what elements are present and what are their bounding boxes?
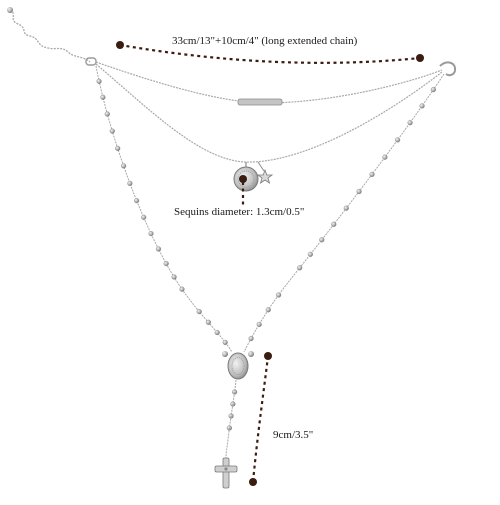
- rosary-bead: [248, 335, 254, 342]
- rosary-bead: [115, 145, 121, 152]
- extender-chain: [9, 9, 91, 63]
- sequins-dimension: [239, 175, 247, 206]
- rosary-bead: [276, 292, 282, 298]
- rosary-bead: [163, 261, 169, 267]
- cross-icon: [214, 457, 238, 489]
- extender-end-drop: [7, 7, 13, 13]
- dimension-end-dot: [416, 54, 424, 62]
- rosary-bead: [265, 307, 271, 313]
- drop-end-dot: [249, 478, 257, 486]
- rosary-bead: [369, 171, 375, 178]
- rosary-bead: [148, 231, 154, 237]
- rosary-bead: [256, 321, 262, 328]
- rosary-beads: [96, 78, 437, 431]
- pendant-chain: [95, 63, 443, 163]
- extender-ring: [85, 57, 97, 66]
- rosary-bead: [134, 198, 140, 204]
- rosary-bead: [127, 180, 133, 187]
- rosary-bead: [155, 246, 162, 252]
- chain-length-dimension: [116, 41, 424, 64]
- drop-length-label: 9cm/3.5": [273, 429, 314, 441]
- star-bail: [257, 161, 265, 172]
- rosary-bead: [120, 163, 127, 169]
- medal-left-link: [222, 351, 228, 357]
- sequins-dot: [239, 175, 247, 183]
- rosary-bead: [343, 205, 349, 211]
- rosary-bead: [179, 286, 185, 292]
- rosary-bead: [96, 78, 102, 84]
- rosary-bead: [171, 274, 177, 280]
- rosary-bead: [100, 94, 106, 100]
- rosary-bead: [196, 309, 202, 315]
- choker-chain: [95, 61, 443, 104]
- rosary-bead: [141, 214, 147, 220]
- rosary-bead: [205, 319, 212, 325]
- disc-inner-ring: [237, 170, 255, 188]
- bar-pendant: [237, 98, 283, 106]
- rosary-bead: [382, 154, 388, 160]
- drop-chain: [225, 379, 237, 459]
- rosary-bead: [430, 86, 437, 93]
- drop-length-dimension: [249, 352, 272, 486]
- rosary-bead: [297, 265, 303, 271]
- rosary-bead: [407, 120, 413, 126]
- rosary-bead: [319, 237, 325, 243]
- lobster-clasp: [439, 61, 457, 77]
- medal-inner: [231, 357, 245, 375]
- rosary-bead: [331, 221, 337, 227]
- sequins-diameter-label: Sequins diameter: 1.3cm/0.5": [174, 206, 305, 218]
- rosary-bead: [222, 339, 228, 346]
- rosary-bead: [419, 103, 425, 109]
- star-icon: [256, 168, 274, 184]
- rosary-bead: [395, 137, 401, 143]
- drop-start-dot: [264, 352, 272, 360]
- rosary-bead: [356, 188, 362, 195]
- medal-right-link: [248, 351, 254, 357]
- rosary-bead: [109, 128, 115, 134]
- chain-length-label: 33cm/13"+10cm/4" (long extended chain): [172, 35, 358, 47]
- rosary-bead: [214, 329, 220, 336]
- rosary-bead: [307, 251, 314, 257]
- medal-centerpiece: [227, 352, 249, 380]
- rosary-bead: [104, 111, 110, 117]
- dimension-start-dot: [116, 41, 124, 49]
